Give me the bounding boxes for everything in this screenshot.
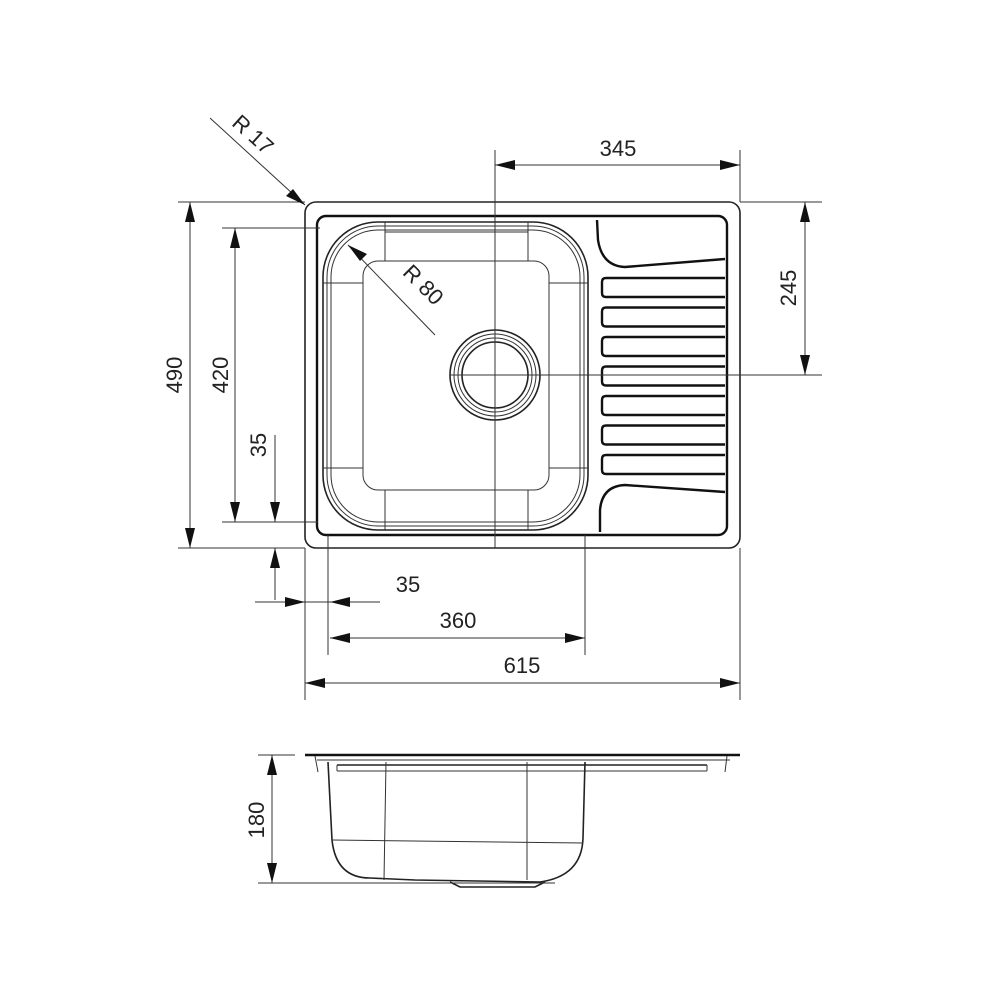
dimension-arrows — [185, 160, 810, 688]
drainer-rib — [600, 453, 725, 476]
dim-245: 245 — [776, 270, 801, 307]
drainer-rib — [600, 335, 725, 358]
drainer-rib — [600, 306, 725, 328]
dim-490: 490 — [162, 357, 187, 394]
dimension-lines — [189, 117, 806, 684]
bowl-outer-2 — [326, 225, 585, 527]
drainer-area — [595, 219, 726, 532]
drainer-rib — [600, 394, 725, 417]
drainer-rib — [600, 424, 725, 446]
center-lines — [450, 150, 822, 548]
drainer-rib — [600, 276, 725, 299]
drainer-rib — [600, 365, 725, 387]
sink-side-view: 180 — [244, 753, 740, 888]
radius-r80: R 80 — [398, 259, 449, 310]
dim-35-vertical: 35 — [246, 433, 271, 457]
dim-360: 360 — [440, 608, 477, 633]
dim-615: 615 — [504, 653, 541, 678]
dim-180: 180 — [244, 802, 269, 839]
dim-420: 420 — [208, 357, 233, 394]
dim-345: 345 — [600, 136, 637, 161]
bowl-outer — [322, 221, 589, 531]
bowl-facets — [323, 222, 588, 530]
bowl-outer-3 — [330, 229, 581, 523]
dim-35-horizontal: 35 — [396, 572, 420, 597]
radius-r17: R 17 — [227, 110, 278, 160]
extension-lines — [178, 150, 822, 700]
